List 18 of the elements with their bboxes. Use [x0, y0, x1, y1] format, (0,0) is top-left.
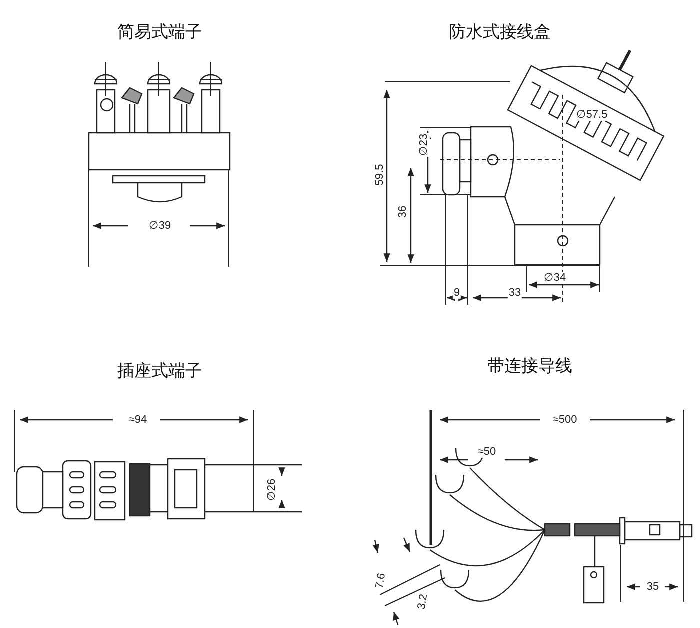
dimension-label: 9: [452, 286, 462, 300]
dimension-label: 3.2: [416, 592, 430, 612]
panel-title: 防水式接线盒: [448, 24, 552, 42]
dimension-label: 35: [646, 580, 660, 594]
dimension-label: 36: [396, 204, 410, 220]
panel-title: 插座式端子: [116, 362, 204, 382]
dimension-label: ≈500: [552, 414, 578, 426]
panel-title: 带连接导线: [486, 358, 574, 376]
dimension-label: ∅57.5: [575, 108, 609, 122]
dimension-label: ≈94: [128, 414, 148, 426]
dimension-label: ∅39: [148, 220, 172, 232]
dimension-label: ∅26: [266, 478, 278, 502]
dimension-label: ∅23: [418, 132, 430, 158]
dimension-label: 59.5: [374, 163, 386, 187]
dimension-label: ∅34: [542, 272, 568, 284]
dimension-label: ≈50: [476, 446, 498, 458]
panel-title: 简易式端子: [116, 24, 204, 42]
dimension-label: 33: [508, 286, 522, 300]
